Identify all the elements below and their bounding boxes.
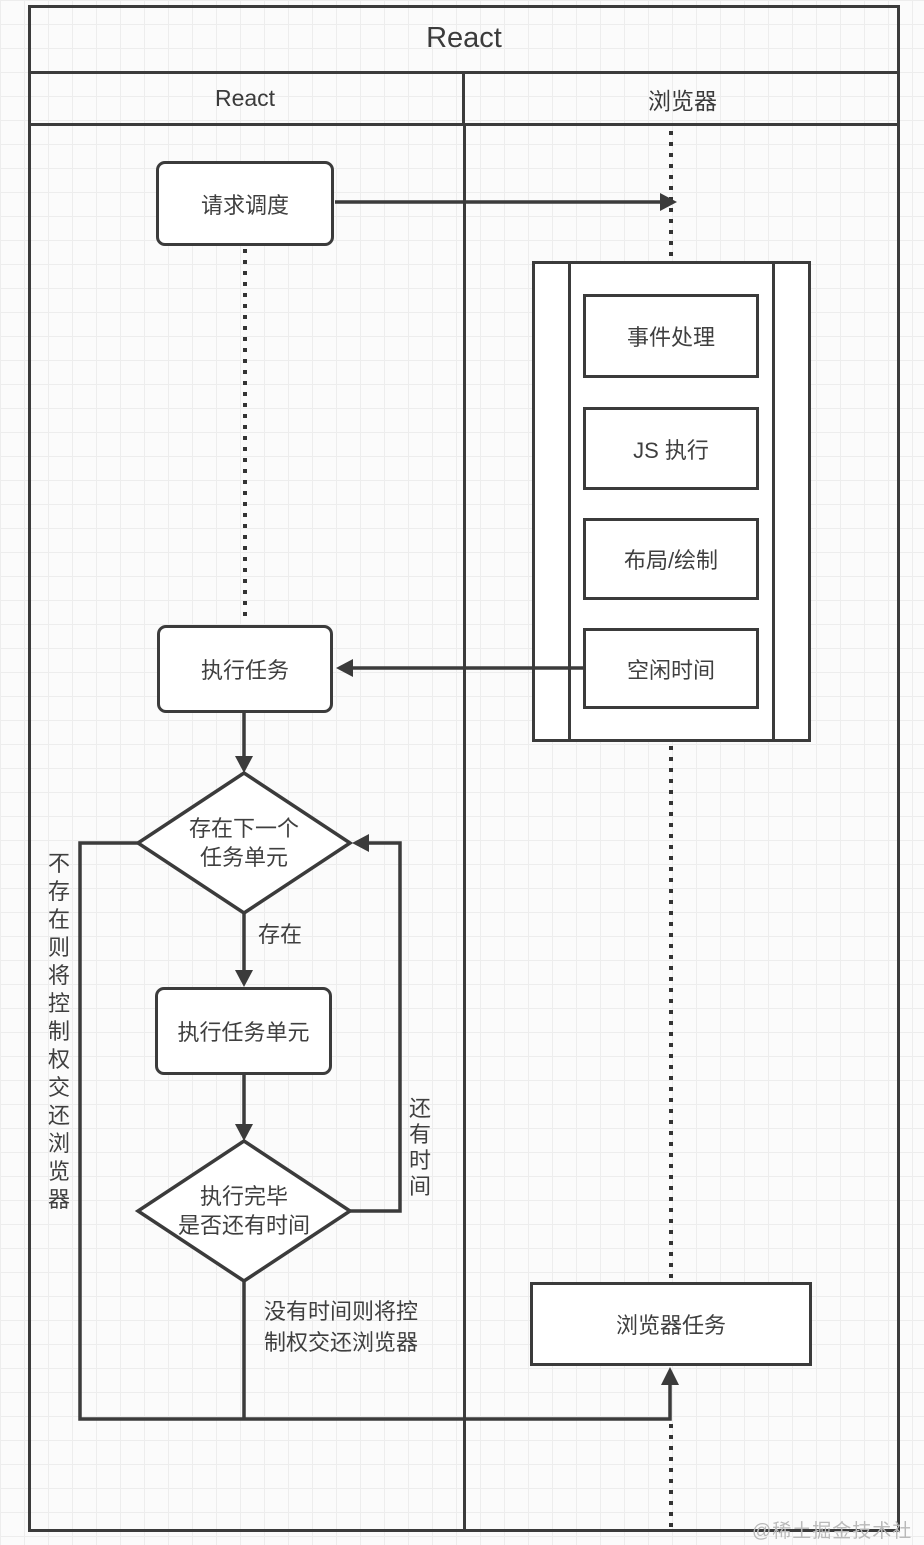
- decision-has-next-unit-label: 存在下一个 任务单元: [188, 816, 299, 870]
- node-layout-paint: 布局/绘制: [583, 518, 759, 600]
- diagram-title-bar: React: [28, 5, 900, 74]
- lane-divider-line: [463, 126, 466, 1529]
- decision-done-has-time-label: 执行完毕 是否还有时间: [177, 1184, 310, 1238]
- diagram-title: React: [426, 21, 502, 54]
- node-execute-task: 执行任务: [157, 625, 333, 713]
- lane-header-react: React: [28, 74, 465, 123]
- edge-label-not-exists: 不存在则将控制权交还浏览器: [47, 851, 70, 1212]
- lane-header-browser: 浏览器: [465, 74, 900, 123]
- edge-label-no-time: 没有时间则将控 制权交还浏览器: [263, 1299, 418, 1355]
- node-idle-time: 空闲时间: [583, 628, 759, 709]
- node-js-execution-label: JS 执行: [633, 437, 709, 463]
- edge-label-more-time: 还有时间: [408, 1096, 431, 1199]
- lane-header-react-label: React: [214, 85, 276, 111]
- node-idle-time-label: 空闲时间: [626, 657, 715, 683]
- diagram-border: [28, 5, 900, 1532]
- lane-header-row: React 浏览器: [28, 74, 900, 126]
- node-browser-task-label: 浏览器任务: [615, 1313, 726, 1338]
- lane-header-browser-label: 浏览器: [648, 87, 717, 114]
- watermark: @稀土掘金技术社区: [752, 1521, 913, 1542]
- edge-label-exists: 存在: [258, 922, 303, 947]
- node-browser-task: 浏览器任务: [530, 1282, 812, 1366]
- node-event-handling-label: 事件处理: [626, 325, 715, 350]
- node-execute-task-label: 执行任务: [200, 658, 289, 683]
- node-event-handling: 事件处理: [583, 294, 759, 378]
- activity-right-rail: [772, 264, 775, 739]
- node-execute-unit: 执行任务单元: [155, 987, 332, 1075]
- node-js-execution: JS 执行: [583, 407, 759, 490]
- activity-left-rail: [568, 264, 571, 739]
- node-request-schedule: 请求调度: [156, 161, 334, 246]
- node-request-schedule-label: 请求调度: [200, 192, 289, 218]
- node-execute-unit-label: 执行任务单元: [177, 1020, 310, 1045]
- node-layout-paint-label: 布局/绘制: [623, 548, 719, 573]
